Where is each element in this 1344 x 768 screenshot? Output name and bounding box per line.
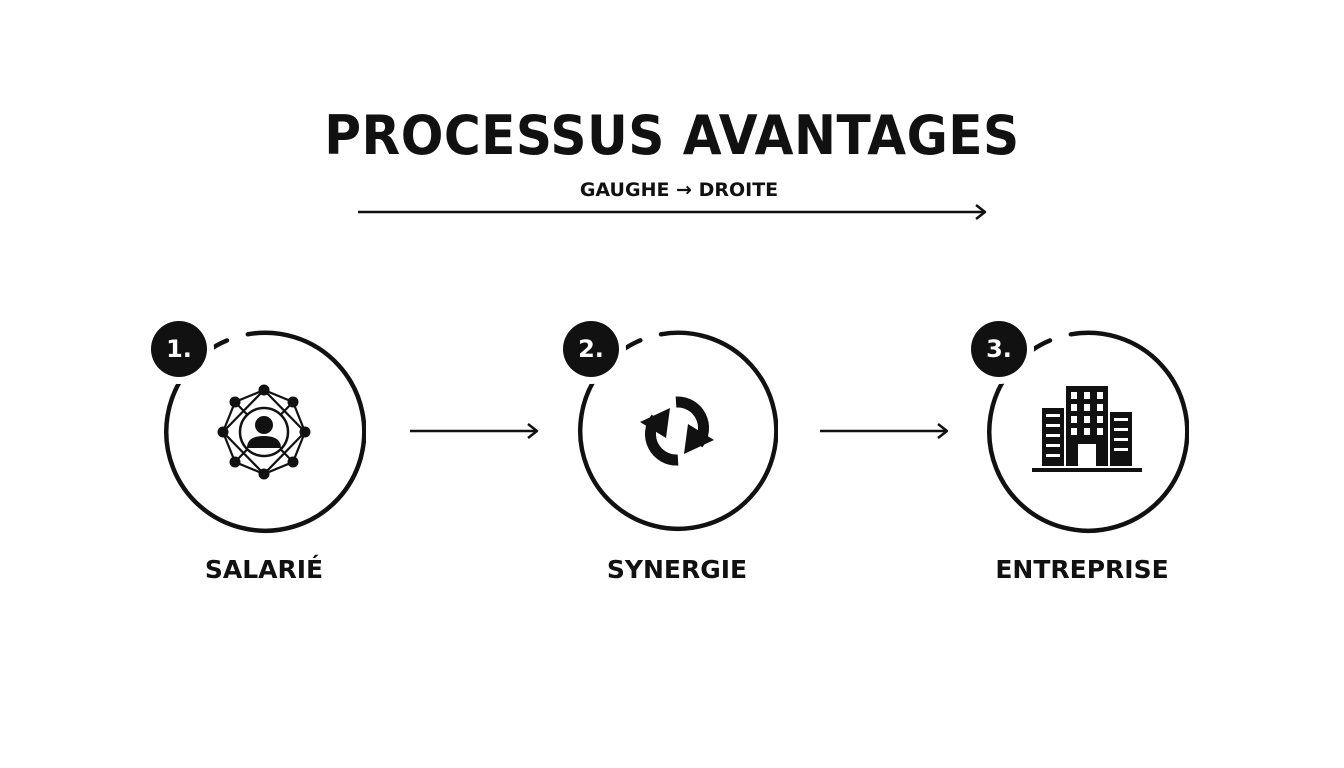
step-number-badge: 3. — [971, 321, 1027, 377]
step-ring — [578, 330, 778, 532]
person-network-icon — [217, 384, 311, 480]
step-entreprise: 3. ENTREPRISE — [971, 321, 1189, 584]
step-ring — [987, 330, 1189, 534]
direction-arrow — [358, 204, 987, 220]
refresh-cycle-icon — [640, 396, 714, 466]
step-number-badge: 1. — [151, 321, 207, 377]
office-building-icon — [1032, 386, 1142, 472]
step-salarie: 1. SALARIÉ — [151, 321, 366, 584]
flow-arrow-2-3 — [820, 423, 949, 439]
step-number-badge: 2. — [563, 321, 619, 377]
step-ring — [164, 330, 366, 534]
diagram-subtitle: GAUGHE → DROITE — [579, 179, 779, 201]
step-label: SALARIÉ — [204, 555, 324, 584]
flow-arrow-1-2 — [410, 423, 539, 439]
step-label: ENTREPRISE — [995, 555, 1169, 584]
step-synergie: 2. SYNERGIE — [563, 321, 778, 584]
diagram-title: PROCESSUS AVANTAGES — [324, 104, 1020, 167]
step-label: SYNERGIE — [606, 555, 748, 584]
